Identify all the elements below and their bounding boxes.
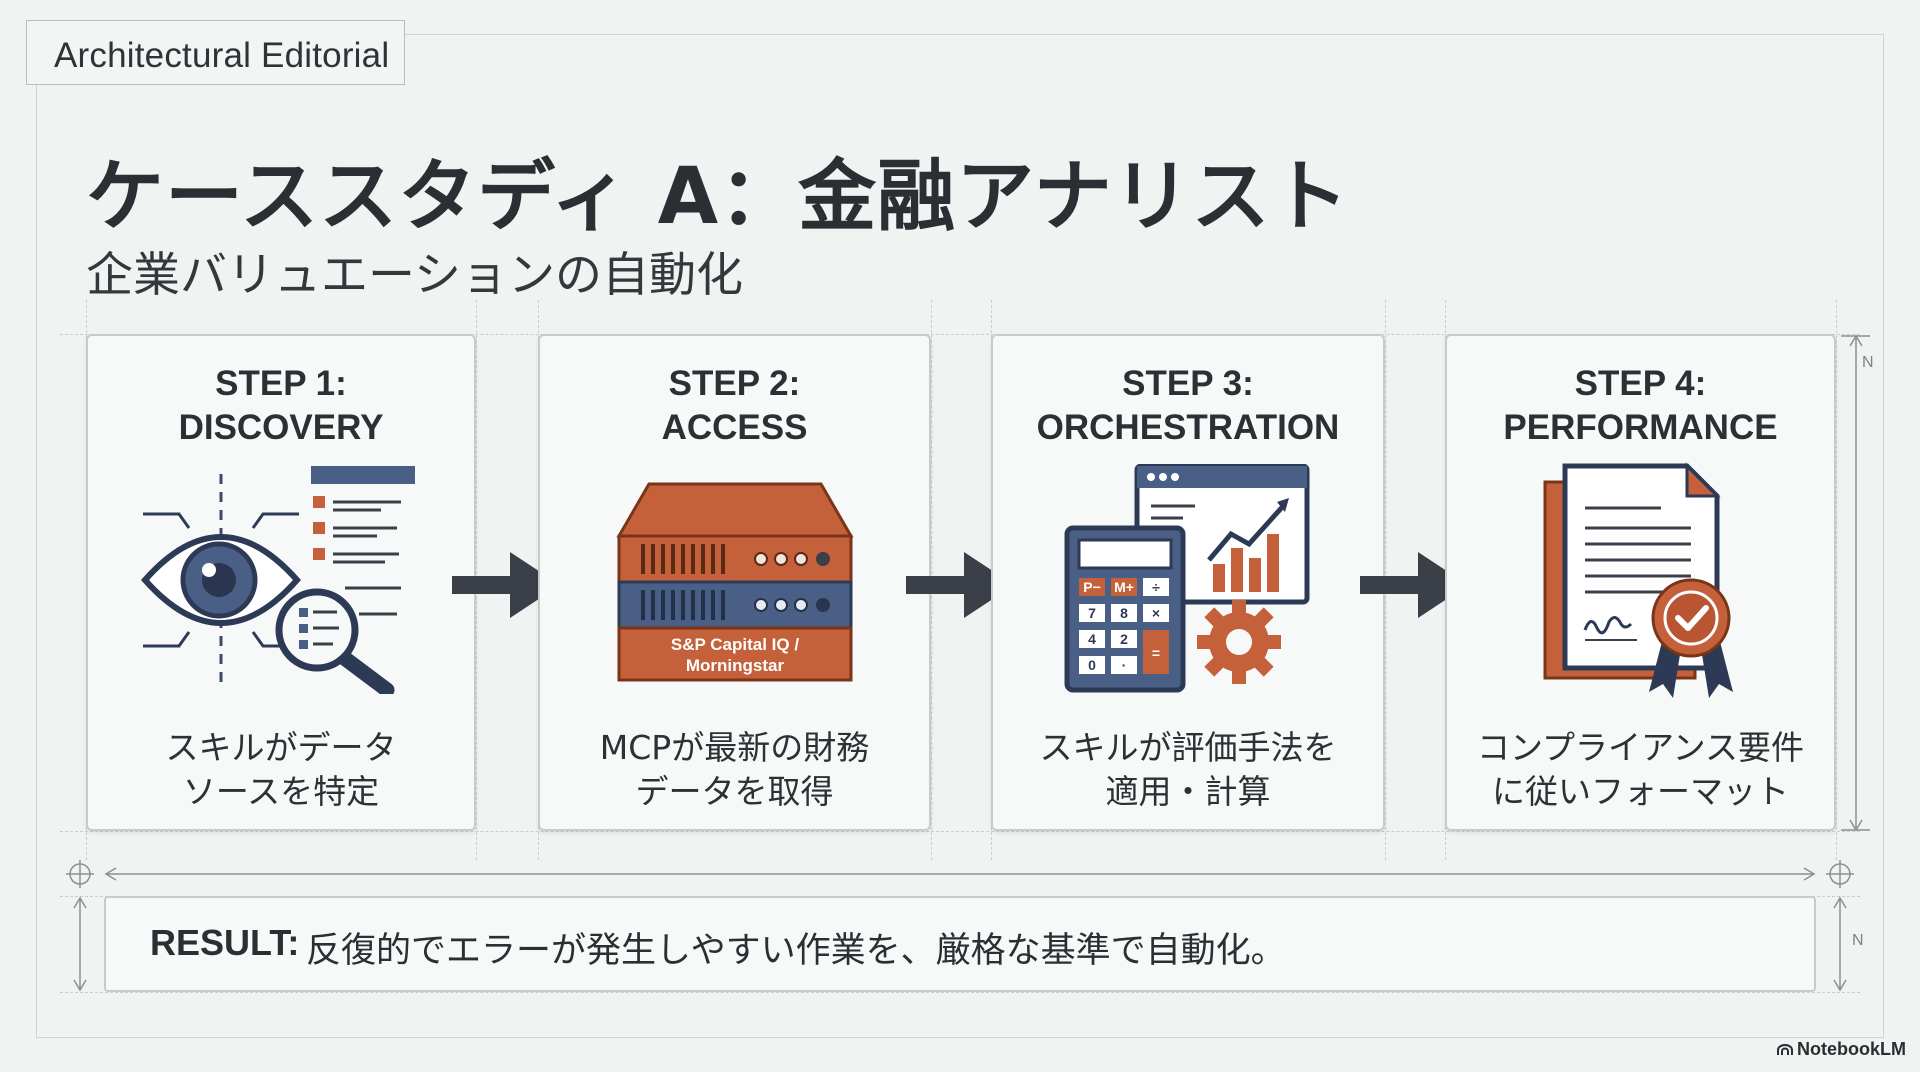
step-name: PERFORMANCE — [1503, 408, 1778, 447]
footer-brand-text: NotebookLM — [1797, 1039, 1906, 1059]
step-description-line: 適用・計算 — [1105, 772, 1271, 811]
dimension-marker-bottom: N — [1852, 932, 1864, 949]
step-description-line: データを取得 — [635, 772, 834, 811]
flow-arrow-icon — [452, 552, 560, 618]
step-number: STEP 2: — [668, 364, 801, 403]
step-name: DISCOVERY — [178, 408, 384, 447]
calculator-chart-gear-icon: P− M+ ÷ 7 8 × 4 2 = 0 · — [1064, 464, 1310, 693]
result-bar: RESULT: 反復的でエラーが発生しやすい作業を、厳格な基準で自動化。 — [104, 896, 1816, 992]
step-card-discovery: STEP 1: DISCOVERY スキルがデータ ソースを特定 — [86, 334, 476, 831]
calc-key: 2 — [1120, 631, 1128, 647]
flow-arrow-icon — [1360, 552, 1468, 618]
step-description-line: MCPが最新の財務 — [599, 728, 870, 767]
flow-arrow-icon — [906, 552, 1014, 618]
server-label-line: Morningstar — [685, 656, 784, 675]
step-name: ORCHESTRATION — [1036, 408, 1340, 447]
calc-key: = — [1152, 645, 1160, 661]
section-tag: Architectural Editorial — [54, 36, 390, 75]
eye-document-magnifier-icon — [141, 466, 415, 694]
step-description-line: コンプライアンス要件 — [1476, 728, 1805, 767]
step-number: STEP 4: — [1574, 364, 1707, 403]
guide-line — [60, 831, 1860, 832]
step-description: スキルがデータ ソースを特定 — [88, 726, 474, 814]
tag-box — [26, 20, 405, 85]
result-label: RESULT: — [150, 922, 300, 963]
step-description: コンプライアンス要件 に従いフォーマット — [1447, 726, 1834, 814]
calc-key: 8 — [1120, 605, 1128, 621]
step-heading: STEP 4: PERFORMANCE — [1447, 362, 1834, 450]
guide-line — [1836, 300, 1837, 860]
step-card-performance: STEP 4: PERFORMANCE コンプライアンス要件 に従いフォーマット — [1445, 334, 1836, 831]
calc-key: 7 — [1088, 605, 1096, 621]
gear-icon — [1197, 600, 1281, 684]
step-number: STEP 3: — [1122, 364, 1254, 403]
step-card-orchestration: STEP 3: ORCHESTRATION P− M+ ÷ 7 8 × 4 2 … — [991, 334, 1385, 831]
step-card-access: STEP 2: ACCESS S&P Capital IQ / Mornings… — [538, 334, 931, 831]
page-subtitle: 企業バリュエーションの自動化 — [86, 248, 744, 303]
calc-key: P− — [1083, 579, 1101, 595]
calc-key: M+ — [1114, 579, 1134, 595]
certified-document-icon — [1543, 462, 1733, 698]
step-description: MCPが最新の財務 データを取得 — [540, 726, 929, 814]
page-title: ケーススタディ A：金融アナリスト — [86, 152, 1350, 242]
guide-line — [60, 992, 1860, 993]
dimension-marker-top: N — [1862, 354, 1874, 371]
step-description-line: スキルが評価手法を — [1039, 728, 1337, 767]
step-number: STEP 1: — [215, 364, 347, 403]
step-heading: STEP 3: ORCHESTRATION — [993, 362, 1383, 450]
calc-key: ÷ — [1152, 579, 1160, 595]
step-description-line: スキルがデータ — [165, 728, 397, 767]
outer-frame — [36, 34, 1884, 1038]
step-name: ACCESS — [661, 408, 808, 447]
step-description-line: ソースを特定 — [182, 772, 380, 811]
step-description: スキルが評価手法を 適用・計算 — [993, 726, 1383, 814]
calc-key: 0 — [1088, 657, 1096, 673]
calc-key: · — [1122, 657, 1127, 673]
notebooklm-logo-icon — [1777, 1044, 1794, 1055]
calc-key: 4 — [1088, 631, 1096, 647]
step-heading: STEP 1: DISCOVERY — [88, 362, 474, 450]
footer-brand: NotebookLM — [1777, 1039, 1906, 1060]
step-description-line: に従いフォーマット — [1492, 772, 1789, 811]
server-stack-icon: S&P Capital IQ / Morningstar — [615, 482, 854, 682]
server-label-line: S&P Capital IQ / — [670, 635, 798, 654]
guide-line — [60, 334, 1860, 335]
calc-key: × — [1152, 605, 1160, 621]
result-text: 反復的でエラーが発生しやすい作業を、厳格な基準で自動化。 — [306, 931, 1286, 971]
step-heading: STEP 2: ACCESS — [540, 362, 929, 450]
